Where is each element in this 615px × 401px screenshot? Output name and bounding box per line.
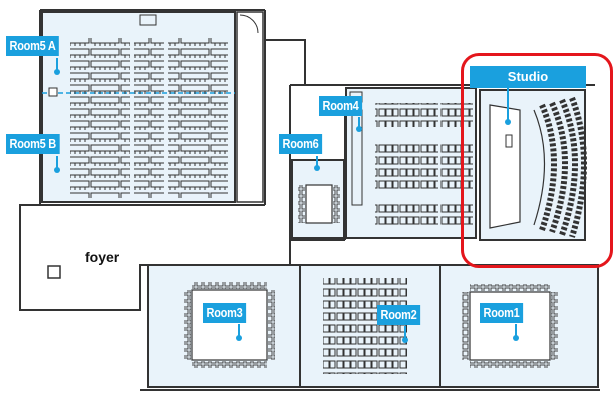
room2-label[interactable]: Room2 [377, 305, 421, 325]
foyer-column [47, 265, 61, 279]
room1-pin [513, 324, 519, 341]
room6-area [291, 159, 345, 239]
room6-label[interactable]: Room6 [279, 134, 323, 154]
room4-label[interactable]: Room4 [319, 96, 363, 116]
room2-pin [402, 326, 408, 343]
studio-highlight-box [461, 53, 613, 268]
foyer-label: foyer [85, 249, 120, 265]
room3-label[interactable]: Room3 [203, 303, 247, 323]
studio-pin [505, 88, 511, 125]
building-walls [19, 9, 595, 311]
room1-label[interactable]: Room1 [480, 303, 524, 323]
room5a-pin [54, 58, 60, 75]
room5-area [41, 11, 264, 203]
bottom-rooms [140, 264, 600, 391]
room5a-label[interactable]: Room5 A [6, 36, 60, 56]
room4-area [345, 87, 477, 239]
room4-pin [356, 117, 362, 132]
room5b-pin [54, 156, 60, 173]
room3-pin [236, 324, 242, 341]
room5b-label[interactable]: Room5 B [6, 134, 60, 154]
room6-pin [314, 156, 320, 171]
studio-label[interactable]: Studio [470, 66, 586, 88]
studio-area [479, 89, 587, 241]
